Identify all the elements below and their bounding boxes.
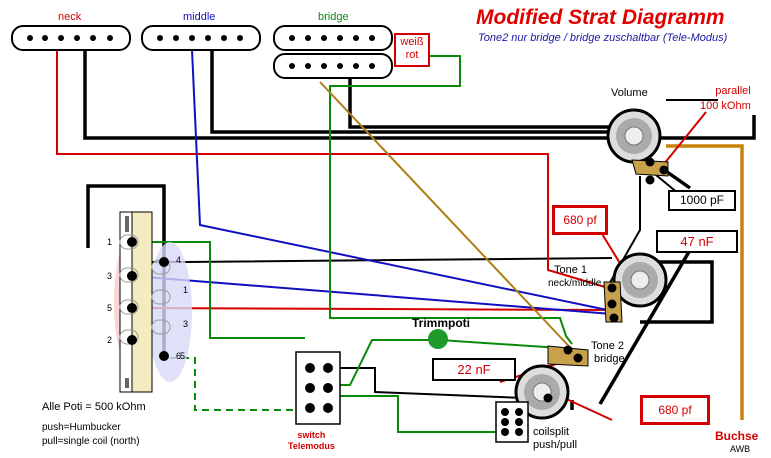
pickup-bridge-humbucker (273, 25, 393, 79)
diagram-subtitle: Tone2 nur bridge / bridge zuschaltbar (T… (478, 32, 728, 44)
cap-47nf-label: 47 nF (680, 234, 714, 249)
middle-label: middle (183, 11, 216, 23)
pickup-middle (141, 25, 261, 51)
tone2-pot (514, 345, 589, 420)
switch-pos-6: 6 (176, 351, 182, 361)
telemodus-label: switch Telemodus (288, 430, 335, 451)
bridge-wire-colors-text: weiß rot (400, 36, 424, 61)
jack-sub-label: AWB (730, 444, 751, 454)
switch-pos-2: 2 (107, 335, 113, 345)
five-way-switch (114, 211, 192, 393)
switch-pos-3-right: 3 (183, 319, 189, 329)
neck-ground-wire (83, 40, 632, 140)
neck-label: neck (58, 11, 82, 23)
bridge-tone-wire (319, 81, 581, 359)
cap-1000pf-label: 1000 pF (679, 193, 725, 207)
pickup-neck (11, 25, 131, 51)
tone2-sub-label: bridge (594, 353, 625, 365)
neck-hot-wire (56, 50, 616, 311)
switch-pos-5-left: 5 (107, 303, 113, 313)
trimmpoti-label: Trimmpoti (412, 316, 471, 330)
cap-680pf-top-label: 680 pf (563, 213, 597, 227)
jack-label: Buchse (715, 429, 759, 443)
switch-pos-4: 4 (176, 255, 182, 265)
tone1-sub-label: neck/middle (548, 278, 602, 289)
output-wire (666, 144, 744, 420)
cap-680pf-top-box: 680 pf (552, 205, 608, 235)
cap-680pf-bottom-label: 680 pf (658, 403, 692, 417)
coilsplit-switch (495, 401, 529, 443)
volume-pot (606, 108, 669, 185)
telemodus-switch (295, 351, 341, 425)
middle-hot-wire (131, 49, 618, 315)
trimmpoti-knob (428, 329, 448, 349)
switch-pos-3-left: 3 (107, 271, 113, 281)
pots-note: Alle Poti = 500 kOhm (42, 401, 146, 413)
cap-22nf-box: 22 nF (432, 358, 516, 381)
tone1-label: Tone 1 (554, 264, 588, 276)
volume-label: Volume (611, 87, 648, 99)
parallel-resistor-label: parallel 100 kOhm (700, 85, 751, 112)
cap-680pf-bottom-box: 680 pf (640, 395, 710, 425)
bridge-wire-colors-box: weiß rot (394, 33, 430, 67)
bridge-hot-wire (132, 55, 573, 433)
switch-pos-1-left: 1 (107, 237, 113, 247)
bridge-ground-wire (348, 72, 620, 129)
tone2-label: Tone 2 (591, 340, 625, 352)
middle-ground-wire (210, 44, 618, 134)
cap-47nf-box: 47 nF (656, 230, 738, 253)
cap-1000pf-box: 1000 pF (668, 190, 736, 211)
pull-note: pull=single coil (north) (42, 436, 140, 447)
switch-pos-1-right: 1 (183, 285, 189, 295)
diagram-title: Modified Strat Diagramm (476, 6, 725, 29)
push-note: push=Humbucker (42, 422, 121, 433)
telemodus-dashed-wire (170, 357, 300, 411)
cap-22nf-label: 22 nF (457, 362, 491, 377)
coilsplit-label: coilsplit push/pull (533, 426, 578, 451)
tone1-pot (603, 252, 668, 323)
switch-pos-5-right: 5 (180, 351, 186, 361)
bridge-label: bridge (318, 11, 349, 23)
